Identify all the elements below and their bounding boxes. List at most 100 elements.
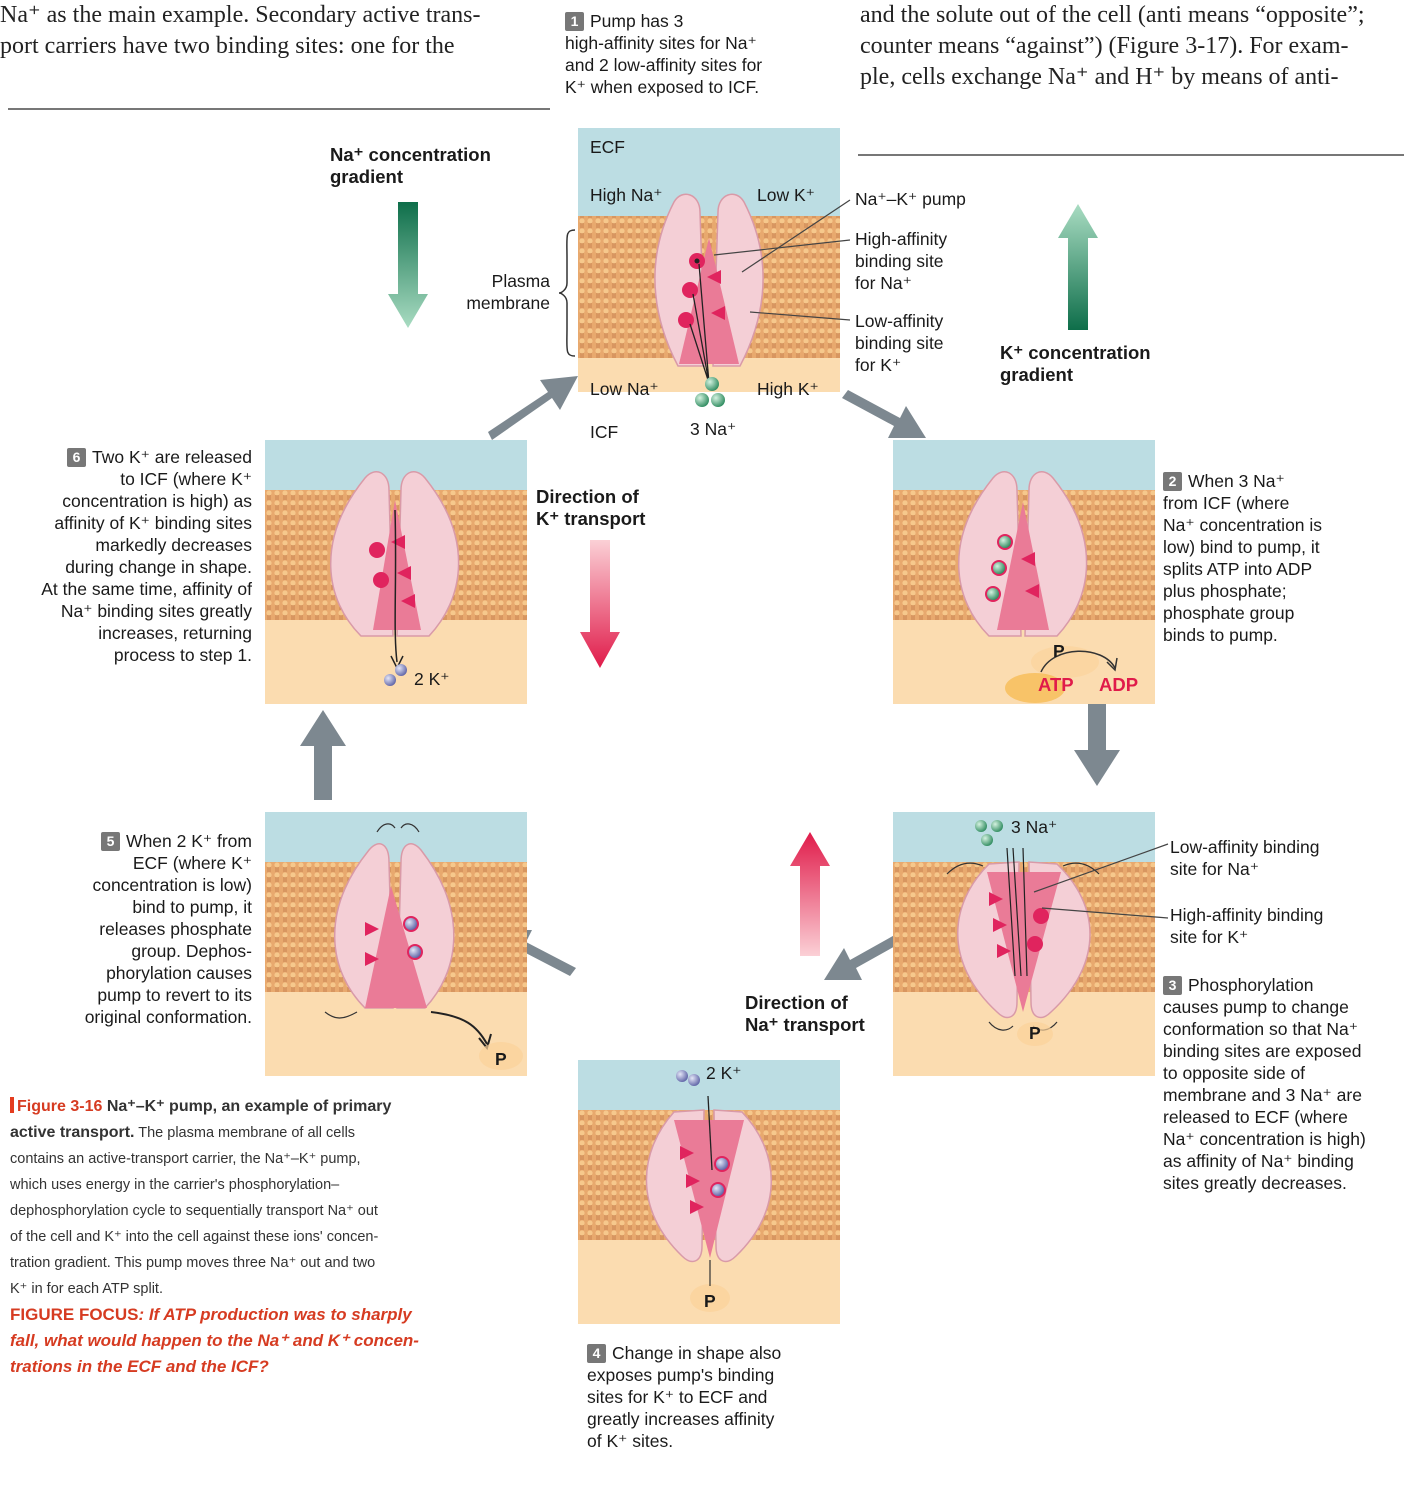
- na-transport-direction-label: Direction of Na⁺ transport: [745, 992, 865, 1036]
- low-affinity-k-site-label: Low-affinity binding site for K⁺: [855, 310, 944, 376]
- step-text: and 2 low-affinity sites for: [565, 54, 855, 76]
- caption-text: tration gradient. This pump moves three …: [10, 1250, 505, 1276]
- membrane-bracket: [557, 228, 579, 358]
- step-number-badge: 3: [1163, 976, 1182, 995]
- step-text: Pump has 3: [590, 11, 683, 31]
- figure-number: Figure 3-16: [17, 1098, 102, 1115]
- step-text: plus phosphate;: [1163, 580, 1403, 602]
- step-text: binding sites are exposed: [1163, 1040, 1409, 1062]
- step-text: high-affinity sites for Na⁺: [565, 32, 855, 54]
- high-k-label: High K⁺: [757, 378, 819, 400]
- divider: [858, 154, 1404, 156]
- step-text: markedly decreases: [0, 534, 252, 556]
- body-text-line: ple, cells exchange Na⁺ and H⁺ by means …: [860, 62, 1365, 93]
- step-text: Change in shape also: [612, 1343, 781, 1363]
- pump-label: Na⁺–K⁺ pump: [855, 188, 966, 210]
- label-text: for K⁺: [855, 354, 944, 376]
- step-text: sites greatly decreases.: [1163, 1172, 1409, 1194]
- low-affinity-na-site-label: Low-affinity binding site for Na⁺: [1170, 836, 1320, 880]
- figure-focus-lead: FIGURE FOCUS: [10, 1305, 138, 1324]
- caption-text: contains an active-transport carrier, th…: [10, 1146, 505, 1172]
- step-text: to opposite side of: [1163, 1062, 1409, 1084]
- sodium-ions-icon: [684, 375, 732, 421]
- step-text: Two K⁺ are released: [92, 447, 252, 467]
- panel-step2: [893, 440, 1155, 704]
- step-text: to ICF (where K⁺: [0, 468, 252, 490]
- label-text: gradient: [1000, 364, 1151, 386]
- panel-step5: [265, 812, 527, 1076]
- caption-text: The plasma membrane of all cells: [134, 1125, 355, 1141]
- panel-step6: [265, 440, 527, 704]
- step-text: binds to pump.: [1163, 624, 1403, 646]
- label-text: Na⁺ concentration: [330, 144, 491, 166]
- label-text: Direction of: [536, 486, 645, 508]
- label-text: K⁺ concentration: [1000, 342, 1151, 364]
- label-text: Low-affinity: [855, 310, 944, 332]
- step-text: Na⁺ concentration is high): [1163, 1128, 1409, 1150]
- step-text: Na⁺ binding sites greatly: [0, 600, 252, 622]
- step-text: low) bind to pump, it: [1163, 536, 1403, 558]
- step-text: membrane and 3 Na⁺ are: [1163, 1084, 1409, 1106]
- high-na-label: High Na⁺: [590, 184, 662, 206]
- step-text: K⁺ when exposed to ICF.: [565, 76, 855, 98]
- label-text: Low-affinity binding: [1170, 836, 1320, 858]
- na-gradient-arrow: [386, 202, 430, 330]
- na-gradient-label: Na⁺ concentration gradient: [330, 144, 491, 188]
- body-text-line: Na⁺ as the main example. Secondary activ…: [0, 0, 480, 31]
- label-text: binding site: [855, 332, 944, 354]
- label-text: Na⁺ transport: [745, 1014, 865, 1036]
- three-na-label: 3 Na⁺: [690, 418, 736, 440]
- body-text-line: counter means “against”) (Figure 3-17). …: [860, 31, 1365, 62]
- phosphate-label: P: [1053, 640, 1065, 662]
- step-number-badge: 5: [101, 832, 120, 851]
- step-text: conformation so that Na⁺: [1163, 1018, 1409, 1040]
- step-number-badge: 1: [565, 12, 584, 31]
- figure-focus: FIGURE FOCUS: If ATP production was to s…: [10, 1302, 505, 1380]
- step-text: released to ECF (where: [1163, 1106, 1409, 1128]
- step-text: increases, returning: [0, 622, 252, 644]
- k-transport-direction-label: Direction of K⁺ transport: [536, 486, 645, 530]
- caption-title: active transport.: [10, 1124, 134, 1141]
- caption-text: K⁺ in for each ATP split.: [10, 1276, 505, 1302]
- figure-focus-text: : If ATP production was to sharply: [138, 1305, 411, 1324]
- step-text: as affinity of Na⁺ binding: [1163, 1150, 1409, 1172]
- label-text: High-affinity binding: [1170, 904, 1323, 926]
- label-text: site for Na⁺: [1170, 858, 1320, 880]
- label-text: High-affinity: [855, 228, 947, 250]
- ecf-label: ECF: [590, 136, 625, 158]
- two-k-label: 2 K⁺: [414, 668, 450, 690]
- plasma-membrane-label: Plasma membrane: [420, 270, 550, 314]
- step-text: Phosphorylation: [1188, 975, 1314, 995]
- step-text: pump to revert to its: [0, 984, 252, 1006]
- caption-text: dephosphorylation cycle to sequentially …: [10, 1198, 505, 1224]
- body-text-line: port carriers have two binding sites: on…: [0, 31, 480, 62]
- icf-label: ICF: [590, 421, 618, 443]
- step-text: At the same time, affinity of: [0, 578, 252, 600]
- step-text: affinity of K⁺ binding sites: [0, 512, 252, 534]
- body-text-right: and the solute out of the cell (anti mea…: [860, 0, 1365, 93]
- body-text-line: and the solute out of the cell (anti mea…: [860, 0, 1365, 31]
- label-text: Direction of: [745, 992, 865, 1014]
- label-text: K⁺ transport: [536, 508, 645, 530]
- caption-text: which uses energy in the carrier's phosp…: [10, 1172, 505, 1198]
- step-text: splits ATP into ADP: [1163, 558, 1403, 580]
- figure-caption: Figure 3-16 Na⁺–K⁺ pump, an example of p…: [10, 1094, 505, 1302]
- caption-title: Na⁺–K⁺ pump, an example of primary: [107, 1098, 392, 1115]
- phosphate-label: P: [1029, 1022, 1041, 1044]
- step-text: sites for K⁺ to ECF and: [587, 1386, 867, 1408]
- step-number-badge: 2: [1163, 472, 1182, 491]
- na-transport-arrow: [788, 830, 832, 958]
- high-affinity-k-site-label: High-affinity binding site for K⁺: [1170, 904, 1323, 948]
- figure-focus-text: fall, what would happen to the Na⁺ and K…: [10, 1328, 505, 1354]
- three-na-released-label: 3 Na⁺: [1011, 816, 1057, 838]
- step-text: original conformation.: [0, 1006, 252, 1028]
- label-text: gradient: [330, 166, 491, 188]
- label-text: binding site: [855, 250, 947, 272]
- label-text: membrane: [420, 292, 550, 314]
- panel-step4: [578, 1060, 840, 1324]
- step2-description: 2When 3 Na⁺ from ICF (where Na⁺ concentr…: [1163, 470, 1403, 646]
- step-text: causes pump to change: [1163, 996, 1409, 1018]
